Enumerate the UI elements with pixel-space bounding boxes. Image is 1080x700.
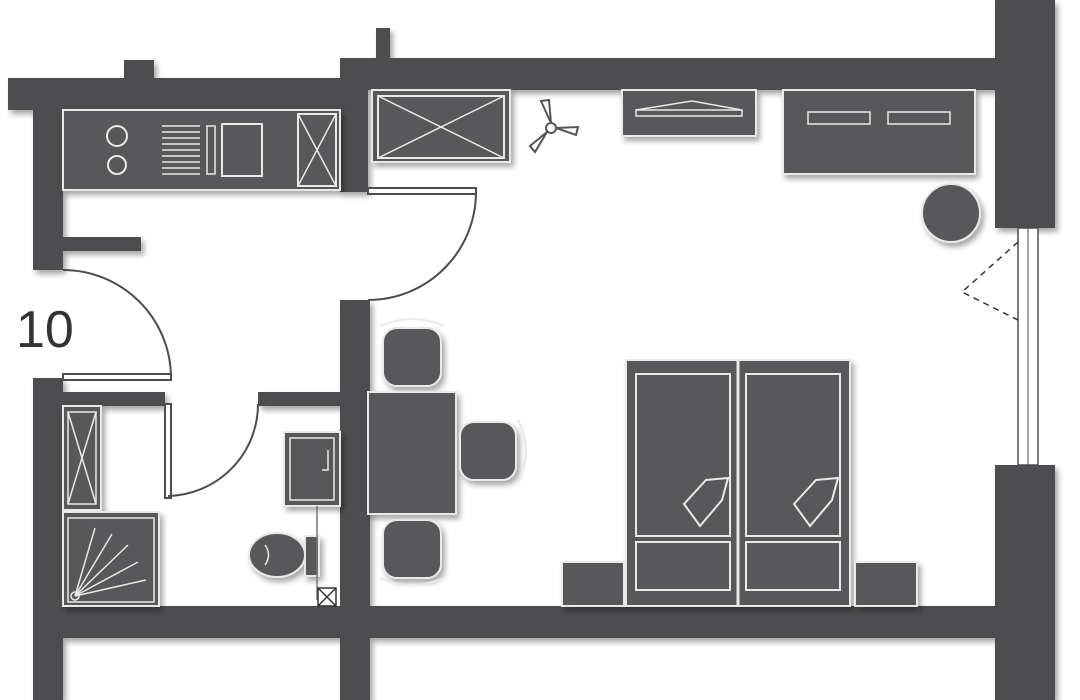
kitchen-counter [62,109,341,191]
chair-backs [379,318,527,586]
drainer-icon [162,125,200,175]
toilet [248,532,306,578]
chair-bottom [382,519,442,579]
nightstand-right [854,561,918,607]
walls [8,0,1055,700]
door-bathroom [164,403,259,499]
tv-stand-details [635,100,743,117]
tv-stand [621,89,757,137]
nightstand-left [561,561,625,607]
washbasin [283,431,341,507]
chair-right [459,421,517,481]
wardrobe-details [377,95,505,159]
bed-pillow-left [635,541,731,591]
window [960,227,1039,466]
stove-burner-2 [107,155,127,175]
sink-edge [206,125,216,175]
dining-table [367,391,457,515]
wall-left-lower [33,378,63,700]
toilet-cistern [304,535,320,577]
door-room [367,187,477,301]
bed-blanket-left [635,373,731,537]
round-side-table [921,183,981,243]
fan-icon [528,98,580,154]
wall-kitchen-divider [340,90,368,192]
room-number-label: 10 [16,301,74,359]
wall-top-left-bump [124,60,154,80]
bed-blanket-right [745,373,841,537]
wall-partition [340,300,370,700]
desk [782,89,976,175]
sink-basin [221,123,263,177]
door-entrance [62,269,172,381]
kitchen-details [106,113,337,187]
window-swing [960,241,1019,321]
chair-top [382,327,442,387]
wall-top-left [8,78,360,110]
wall-bath-top-right [258,392,340,406]
desk-details [807,111,951,125]
kitchen-cabinet [297,113,337,187]
wall-bath-top-left [63,392,165,406]
wall-top-main [340,58,995,90]
bed-details [635,360,841,606]
stove-burner-1 [106,125,128,147]
bathroom-details [67,411,337,607]
wall-top-post [376,28,390,60]
bed-pillow-right [745,541,841,591]
kitchenette [62,109,341,191]
wall-left-stub [63,237,141,251]
wall-left-upper [33,108,63,270]
shower-icon [70,527,147,601]
wall-bottom [33,606,995,638]
wall-right-lower [995,465,1055,700]
wall-right-upper [995,0,1055,228]
